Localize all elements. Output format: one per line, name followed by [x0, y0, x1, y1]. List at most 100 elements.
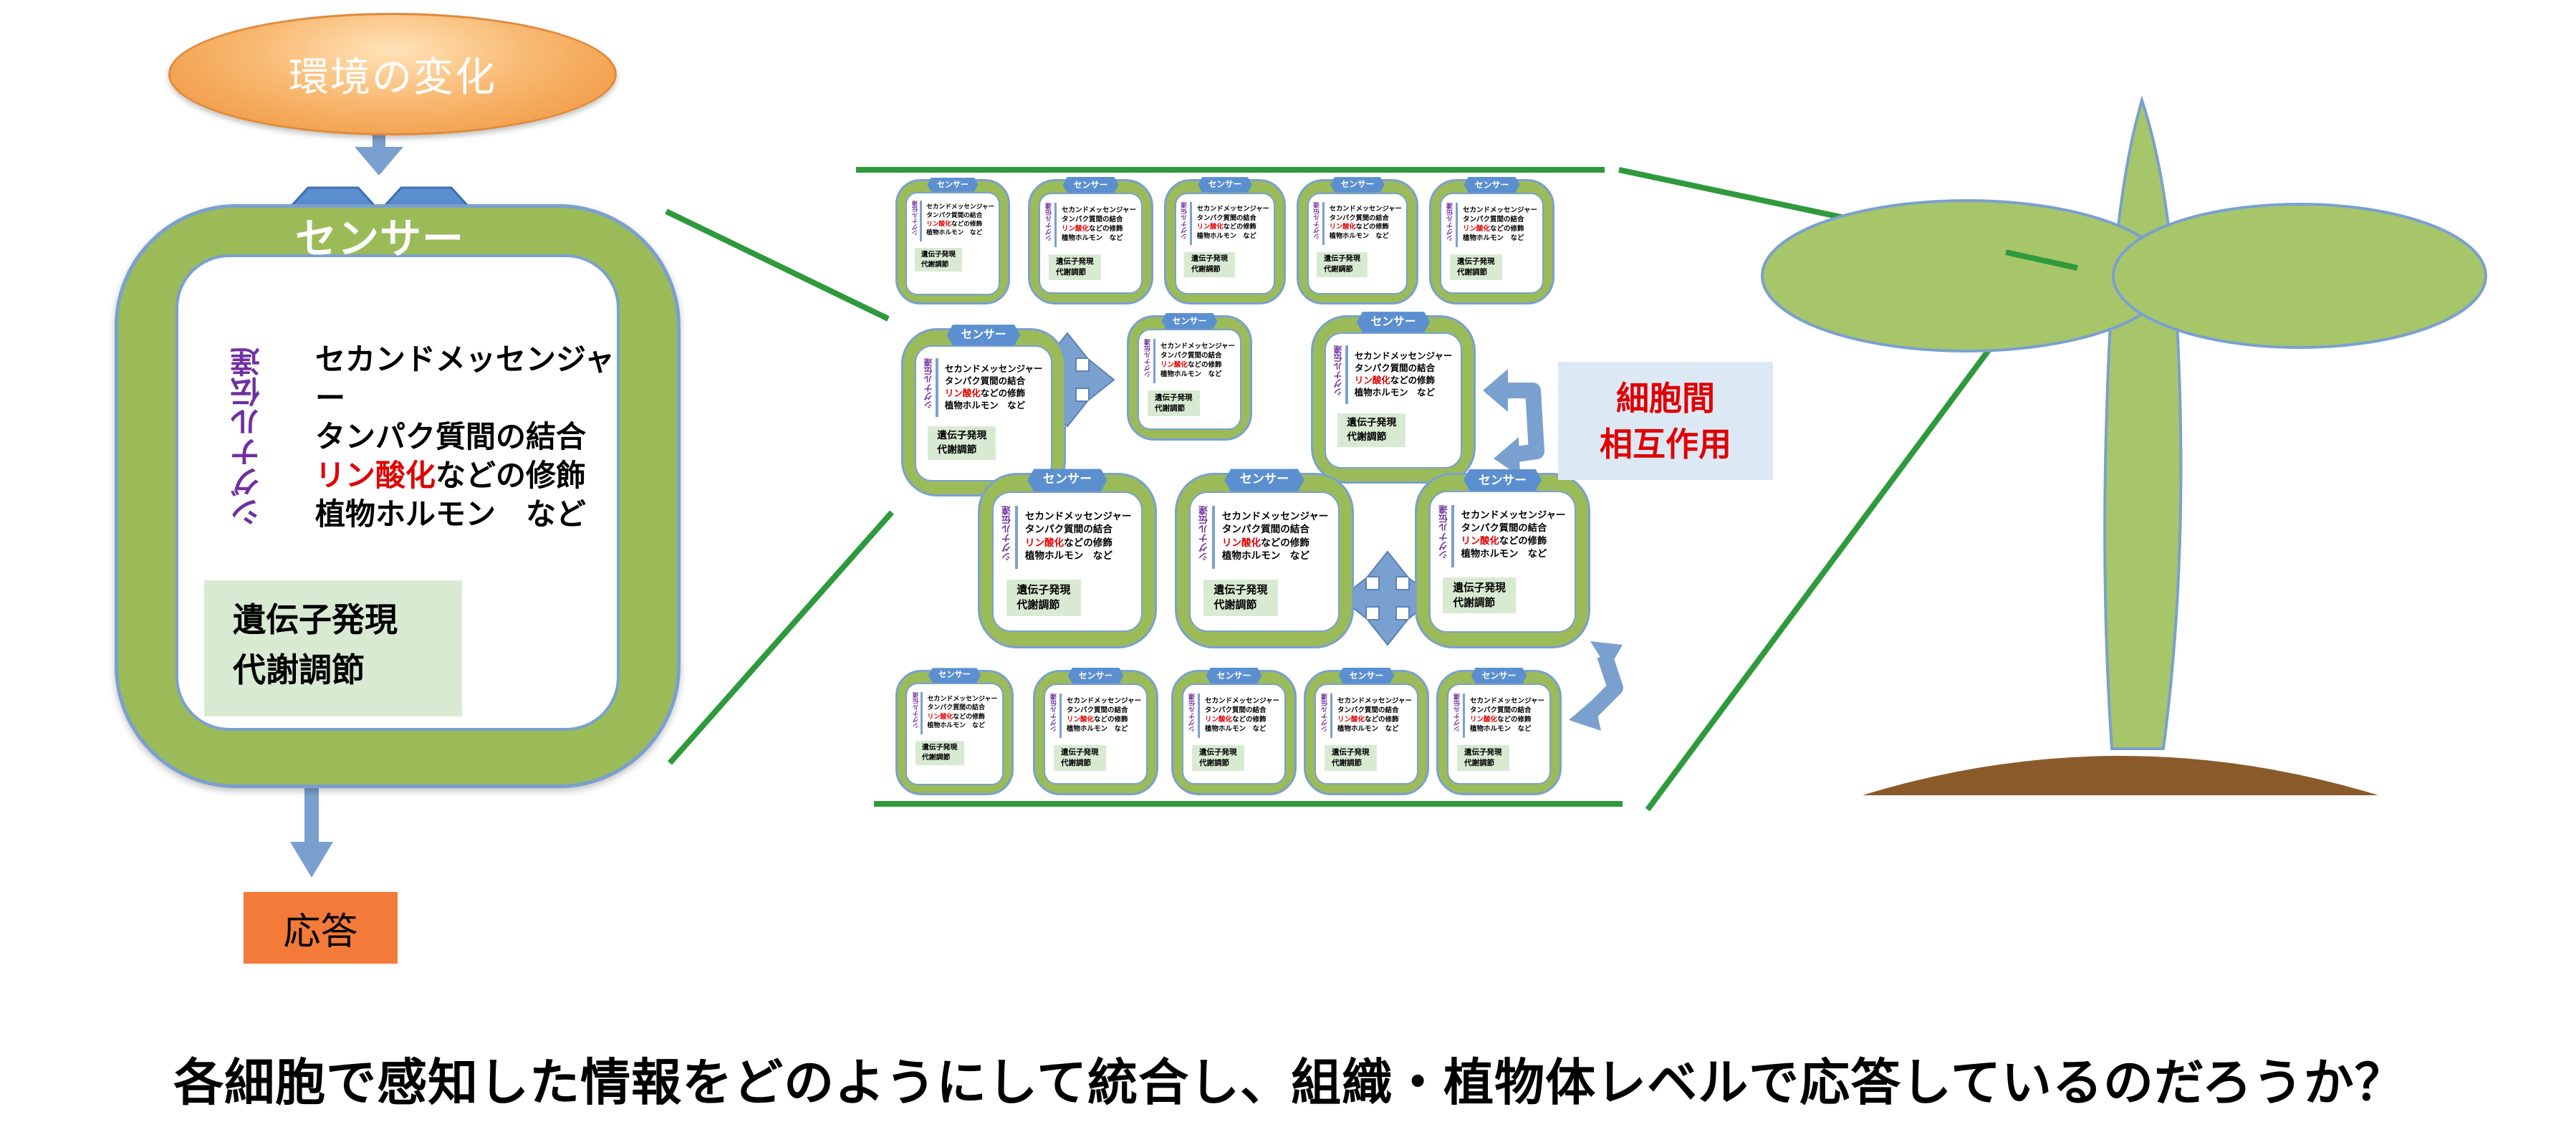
tissue-cell-signal-label: シグナル伝達 [1314, 202, 1322, 240]
research-question: 各細胞で感知した情報をどのようにして統合し、組織・植物体レベルで応答しているのだ… [173, 1053, 2406, 1112]
tissue-cell-signal-arrow [1456, 203, 1458, 247]
tissue-cell-sensor: センサー [1471, 668, 1527, 683]
tissue-cell-mechanism-line: リン酸化などの修飾 [1197, 223, 1269, 232]
tissue-cell-mechanism-line: リン酸化などの修飾 [1025, 537, 1132, 550]
tissue-cell-phosphorylation: リン酸化 [1329, 223, 1356, 231]
tissue-cell-mechanism-line: 植物ホルモン など [1062, 234, 1123, 242]
tissue-cell-gene-box: 遺伝子発現代謝調節 [1006, 579, 1081, 617]
tissue-cell-signal-arrow [1054, 203, 1057, 247]
tissue-cell-mechanism-line: 植物ホルモン など [927, 721, 985, 729]
tissue-cell-mechanisms: セカンドメッセンジャータンパク質間の結合リン酸化などの修飾植物ホルモン など [927, 695, 997, 730]
tissue-cell-mechanism-line: セカンドメッセンジャー [927, 696, 998, 704]
tissue-cell-signal-label: シグナル伝達 [1189, 694, 1196, 732]
tissue-cell-mechanism-line: 植物ホルモン など [1160, 370, 1222, 378]
plant-stem [2103, 95, 2183, 750]
tissue-cell-gene-box: 遺伝子発現代謝調節 [1317, 252, 1368, 278]
tissue-cell-mechanism-line: セカンドメッセンジャー [1463, 206, 1538, 214]
tissue-cell-mechanism-line: 植物ホルモン など [944, 399, 1026, 411]
tissue-cell-mechanism-line: タンパク質間の結合 [1067, 706, 1128, 714]
tissue-cell-gene-box: 遺伝子発現代謝調節 [1192, 745, 1244, 771]
tissue-cell-mechanism-line: タンパク質間の結合 [1461, 522, 1547, 534]
tissue-cell-mechanism-line: セカンドメッセンジャー [1329, 205, 1402, 214]
soil-mound [1863, 756, 2378, 795]
tissue-cell: センサーシグナル伝達セカンドメッセンジャータンパク質間の結合リン酸化などの修飾植… [1175, 469, 1354, 648]
tissue-cell-modification: などの修飾 [1499, 536, 1547, 547]
tissue-cell-mechanism-line: リン酸化などの修飾 [1463, 224, 1537, 234]
tissue-cell: センサーシグナル伝達セカンドメッセンジャータンパク質間の結合リン酸化などの修飾植… [1429, 177, 1554, 304]
tissue-cell-signal-label: シグナル伝達 [911, 692, 919, 729]
tissue-cell-gene-expression: 遺伝子発現 [937, 429, 987, 441]
tissue-cell: センサーシグナル伝達セカンドメッセンジャータンパク質間の結合リン酸化などの修飾植… [901, 325, 1066, 497]
tissue-cell-gene-expression: 遺伝子発現 [1199, 748, 1237, 757]
tissue-cell-metabolic-regulation: 代謝調節 [1017, 598, 1060, 612]
tissue-cell-signal-arrow [1451, 505, 1454, 567]
tissue-cell-mechanisms: セカンドメッセンジャータンパク質間の結合リン酸化などの修飾植物ホルモン など [1062, 206, 1136, 243]
bent-arrow-1 [1483, 369, 1544, 476]
left-leaf [1761, 199, 2172, 352]
tissue-cell-mechanism-line: 植物ホルモン など [1354, 386, 1436, 398]
tissue-cell-sensor: センサー [1224, 469, 1304, 491]
tissue-cell-signal-arrow [1153, 339, 1155, 383]
tissue-cell-phosphorylation: リン酸化 [927, 713, 953, 721]
big-sensor-label: センサー [294, 214, 464, 263]
tissue-cell-mechanism-line: リン酸化などの修飾 [1205, 715, 1279, 724]
tissue-cell-mechanism-line: セカンドメッセンジャー [1067, 697, 1142, 705]
tissue-cell-phosphorylation: リン酸化 [1221, 537, 1261, 549]
tissue-cell-phosphorylation: リン酸化 [1337, 716, 1365, 724]
tissue-cell-phosphorylation: リン酸化 [1062, 225, 1090, 233]
tissue-cell-gene-expression: 遺伝子発現 [1323, 254, 1360, 263]
tissue-cell-gene-box: 遺伝子発現代謝調節 [1450, 254, 1502, 280]
tissue-cell-modification: などの修飾 [1355, 223, 1389, 231]
signal-transduction-label: シグナル伝達 [229, 347, 265, 527]
tissue-cell-mechanism-line: リン酸化などの修飾 [1461, 535, 1566, 548]
tissue-cell-mechanisms: セカンドメッセンジャータンパク質間の結合リン酸化などの修飾植物ホルモン など [945, 363, 1043, 411]
tissue-cell-mechanism-line: リン酸化などの修飾 [1355, 374, 1453, 386]
tissue-cell-mechanism-line: 植物ホルモン など [1329, 231, 1389, 240]
tissue-cell-mechanism-line: 植物ホルモン など [926, 229, 983, 236]
tissue-cell-gene-expression: 遺伝子発現 [1213, 582, 1268, 596]
tissue-cell-gene-box: 遺伝子発現代謝調節 [928, 426, 996, 461]
tissue-cell-modification: などの修飾 [1490, 225, 1524, 233]
tissue-cell-mechanism-line: セカンドメッセンジャー [1160, 342, 1236, 350]
tissue-cell-mechanism-line: 植物ホルモン など [1221, 550, 1309, 562]
tissue-cell-signal-arrow [935, 358, 938, 417]
tissue-cell-signal-arrow [1190, 202, 1192, 246]
tissue-cell-mechanism-line: 植物ホルモン など [1067, 725, 1128, 733]
zoom-line-leaf [2005, 249, 2078, 271]
zoom-line-top-left [665, 208, 890, 322]
tissue-cell-mechanism-line: リン酸化などの修飾 [1222, 537, 1329, 550]
tissue-cell-mechanism-line: リン酸化などの修飾 [926, 221, 994, 229]
tissue-cell-mechanism-line: タンパク質間の結合 [1024, 524, 1112, 536]
tissue-cell-signal-label: シグナル伝達 [1333, 345, 1344, 397]
tissue-cell-sensor: センサー [1198, 177, 1252, 193]
tissue-cell-mechanism-line: セカンドメッセンジャー [1205, 697, 1280, 705]
tissue-cell-signal-label: シグナル伝達 [1454, 694, 1461, 732]
tissue-cell: センサーシグナル伝達セカンドメッセンジャータンパク質間の結合リン酸化などの修飾植… [978, 469, 1157, 648]
mechanism-phosphorylation: リン酸化などの修飾 [315, 456, 623, 495]
tissue-cell-phosphorylation: リン酸化 [1196, 223, 1224, 231]
tissue-cell-phosphorylation: リン酸化 [944, 387, 981, 398]
tissue-cell-mechanism-line: 植物ホルモン など [1461, 549, 1547, 560]
tissue-cell-modification: などの修飾 [1261, 537, 1309, 549]
tissue-cell-gene-box: 遺伝子発現代謝調節 [914, 248, 963, 272]
tissue-cell-metabolic-regulation: 代謝調節 [1332, 759, 1362, 767]
tissue-cell-modification: などの修飾 [1497, 716, 1532, 724]
environment-change-ellipse: 環境の変化 [168, 13, 617, 135]
tissue-cell-mechanism-line: セカンドメッセンジャー [1337, 697, 1413, 705]
tissue-cell: センサーシグナル伝達セカンドメッセンジャータンパク質間の結合リン酸化などの修飾植… [1033, 668, 1158, 795]
tissue-cell-gene-box: 遺伝子発現代謝調節 [1325, 745, 1377, 771]
tissue-cell-metabolic-regulation: 代謝調節 [1155, 404, 1185, 413]
tissue-cell-mechanisms: セカンドメッセンジャータンパク質間の結合リン酸化などの修飾植物ホルモン など [1355, 350, 1453, 398]
tissue-cell-phosphorylation: リン酸化 [1461, 536, 1499, 547]
tissue-cell-signal-label: シグナル伝達 [1438, 505, 1449, 560]
tissue-cell-modification: などの修飾 [953, 713, 985, 721]
tissue-cell-signal-label: シグナル伝達 [1447, 203, 1454, 241]
tissue-cell: センサーシグナル伝達セカンドメッセンジャータンパク質間の結合リン酸化などの修飾植… [895, 668, 1014, 795]
tissue-cell-modification: などの修飾 [1232, 716, 1267, 724]
tissue-cell-mechanism-line: リン酸化などの修飾 [1330, 223, 1402, 232]
tissue-cell-gene-box: 遺伝子発現代謝調節 [915, 741, 964, 766]
tissue-cell-mechanism-line: 植物ホルモン など [1470, 725, 1532, 733]
tissue-cell-metabolic-regulation: 代謝調節 [1457, 268, 1487, 277]
tissue-cell-phosphorylation: リン酸化 [1205, 716, 1233, 724]
tissue-cell-mechanisms: セカンドメッセンジャータンパク質間の結合リン酸化などの修飾植物ホルモン など [1222, 510, 1329, 563]
